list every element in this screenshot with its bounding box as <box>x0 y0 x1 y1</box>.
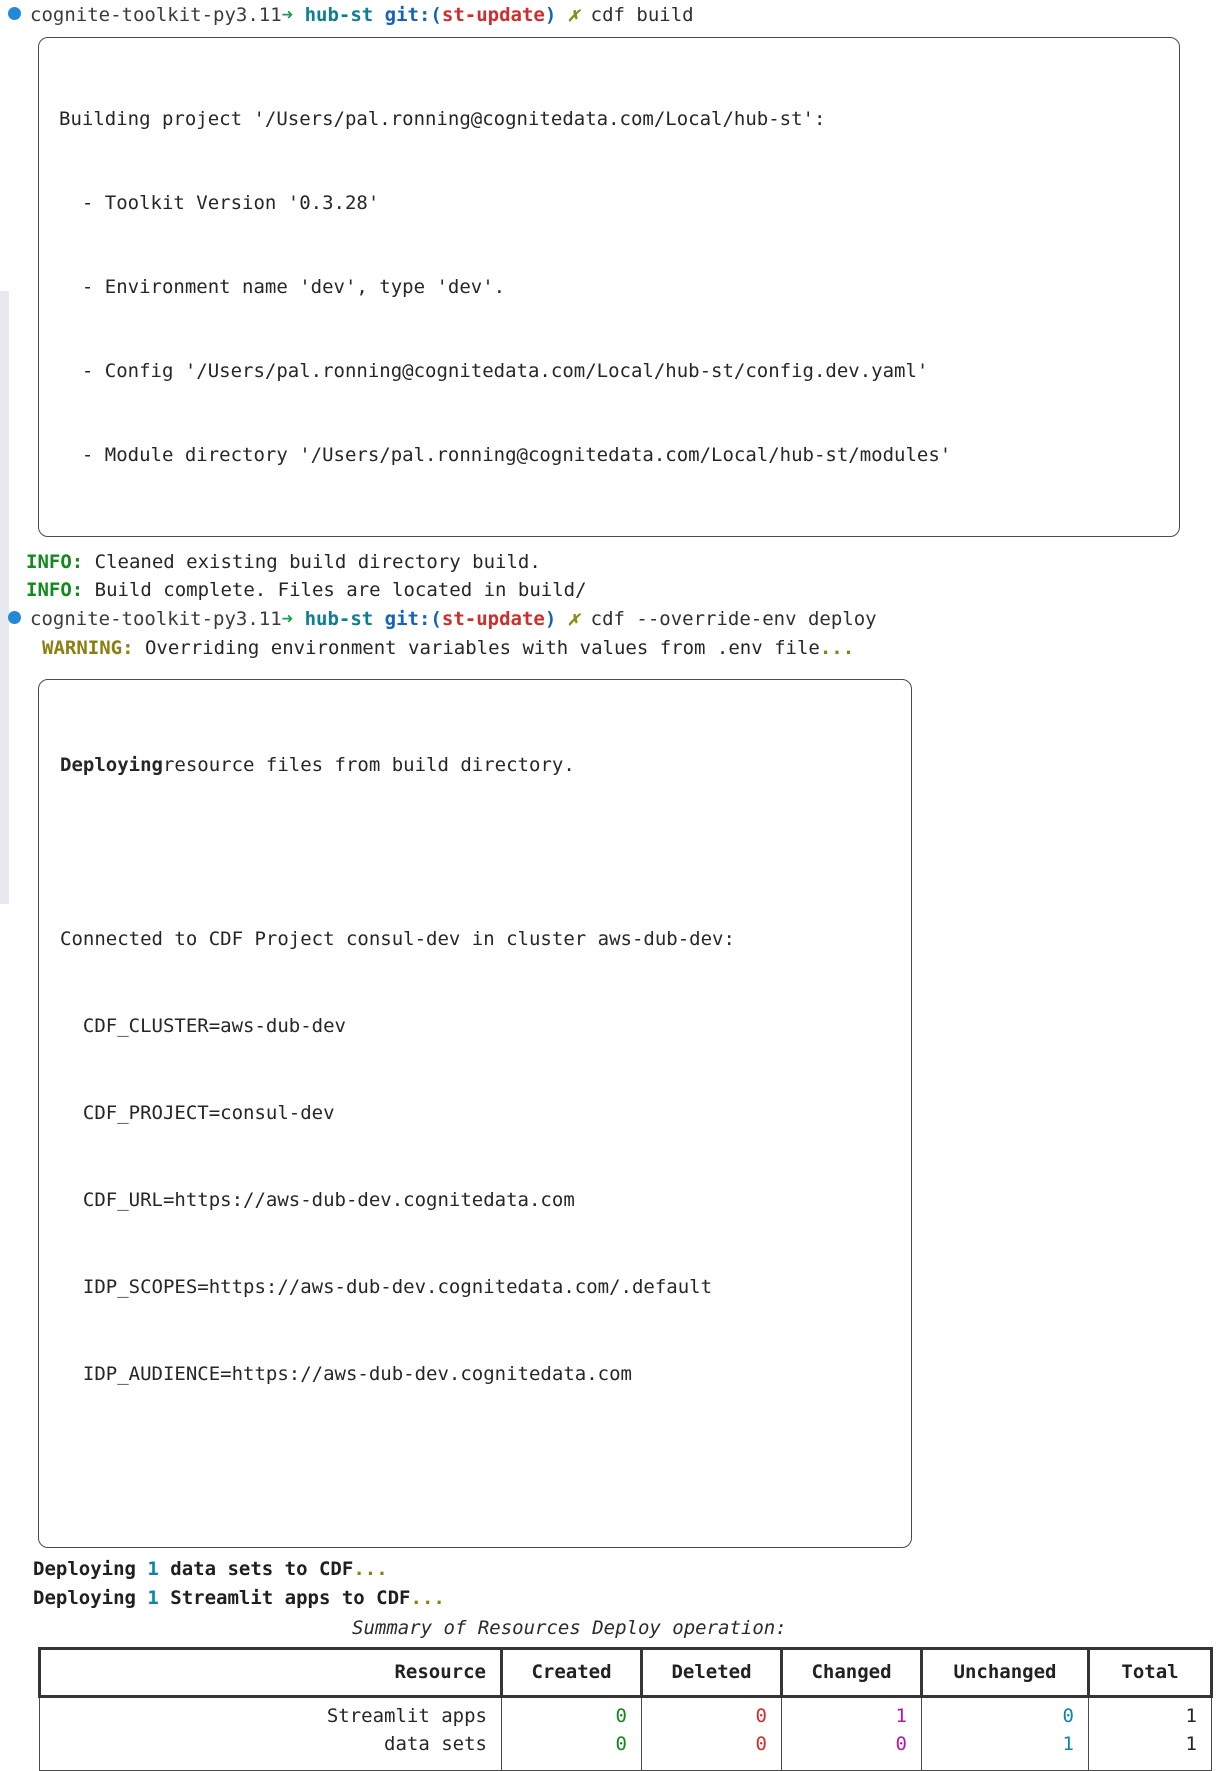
cell-value-unchanged: 0 <box>1062 1705 1074 1727</box>
warning-tag: WARNING: <box>42 637 134 659</box>
info-text: Build complete. Files are located in bui… <box>83 579 587 601</box>
prompt-arrow-icon: ➜ <box>281 4 294 26</box>
cell-value-deleted: 0 <box>755 1705 767 1727</box>
prompt-git-close: ) <box>544 4 557 26</box>
cell-value-total: 1 <box>1185 1733 1197 1755</box>
prompt-git-branch: st-update <box>441 608 545 630</box>
prompt-arrow-icon: ➜ <box>281 608 294 630</box>
deploy-panel-env-line: CDF_CLUSTER=aws-dub-dev <box>60 1015 346 1037</box>
cell-value-resource: Streamlit apps <box>326 1705 487 1727</box>
deploy-panel-blank-line <box>60 1447 911 1476</box>
cell-value-total: 1 <box>1185 1705 1197 1727</box>
status-dot-icon <box>8 7 21 20</box>
prompt-status-x-icon: ✗ <box>567 4 580 26</box>
prompt-command-deploy: cdf --override-env deploy <box>590 608 877 630</box>
prompt-git-open: git:( <box>384 608 442 630</box>
prompt-git-close: ) <box>544 608 557 630</box>
column-header-deleted: Deleted <box>640 1647 783 1698</box>
deploying-count: 1 <box>147 1558 159 1580</box>
deploying-ellipsis: ... <box>353 1558 388 1580</box>
cell-value-created: 0 <box>615 1733 627 1755</box>
deploy-panel-first-line-rest: resource files from build directory. <box>162 754 575 776</box>
deploy-panel-env-line: IDP_SCOPES=https://aws-dub-dev.cogniteda… <box>60 1276 713 1298</box>
deploy-panel-blank-line <box>60 838 911 867</box>
prompt-line-build: cognite-toolkit-py3.11➜ hub-st git:(st-u… <box>0 0 1216 30</box>
table-header-row: Resource Created Deleted Changed Unchang… <box>38 1647 1213 1698</box>
column-header-total: Total <box>1087 1647 1213 1698</box>
prompt-git-open: git:( <box>384 4 442 26</box>
deploying-suffix: data sets to CDF <box>158 1558 354 1580</box>
deploying-ellipsis: ... <box>410 1587 445 1609</box>
build-info-panel: Building project '/Users/pal.ronning@cog… <box>38 37 1180 537</box>
build-panel-line: - Module directory '/Users/pal.ronning@c… <box>59 444 952 466</box>
cell-value-resource: data sets <box>384 1733 487 1755</box>
cell-value-created: 0 <box>615 1705 627 1727</box>
column-header-changed: Changed <box>780 1647 923 1698</box>
column-header-unchanged: Unchanged <box>920 1647 1090 1698</box>
prompt-directory: hub-st <box>304 608 374 630</box>
deploying-streamlit-line: Deploying 1 Streamlit apps to CDF... <box>0 1584 1216 1613</box>
deploy-panel-env-line: IDP_AUDIENCE=https://aws-dub-dev.cognite… <box>60 1363 632 1385</box>
deploying-prefix: Deploying <box>33 1587 148 1609</box>
prompt-status-x-icon: ✗ <box>567 608 580 630</box>
cell-value-unchanged: 1 <box>1062 1733 1074 1755</box>
deploying-count: 1 <box>147 1587 159 1609</box>
info-tag: INFO: <box>26 551 84 573</box>
deploying-suffix: Streamlit apps to CDF <box>158 1587 411 1609</box>
column-header-created: Created <box>500 1647 643 1698</box>
deploying-prefix: Deploying <box>33 1558 148 1580</box>
build-panel-line: - Config '/Users/pal.ronning@cognitedata… <box>59 360 929 382</box>
prompt-git-branch: st-update <box>441 4 545 26</box>
cell-value-deleted: 0 <box>755 1733 767 1755</box>
deploy-info-panel: Deployingresource files from build direc… <box>38 679 912 1548</box>
log-line-warning: WARNING: Overriding environment variable… <box>0 634 1216 662</box>
deploy-panel-env-line: CDF_PROJECT=consul-dev <box>60 1102 335 1124</box>
info-text: Cleaned existing build directory build. <box>83 551 541 573</box>
summary-table: Resource Created Deleted Changed Unchang… <box>38 1647 1213 1771</box>
build-panel-line: - Toolkit Version '0.3.28' <box>59 192 380 214</box>
cell-resource-names: Streamlit apps data sets <box>39 1696 502 1771</box>
build-panel-line: Building project '/Users/pal.ronning@cog… <box>59 108 826 130</box>
prompt-venv: cognite-toolkit-py3.11 <box>30 4 282 26</box>
warning-text: Overriding environment variables with va… <box>133 637 820 659</box>
column-header-resource: Resource <box>38 1647 503 1698</box>
status-dot-icon <box>8 611 21 624</box>
prompt-venv: cognite-toolkit-py3.11 <box>30 608 282 630</box>
info-tag: INFO: <box>26 579 84 601</box>
terminal-left-gutter <box>0 291 9 904</box>
log-line-info: INFO: Build complete. Files are located … <box>0 576 1216 604</box>
prompt-directory: hub-st <box>304 4 374 26</box>
prompt-command-build: cdf build <box>590 4 694 26</box>
deploy-panel-connected-line: Connected to CDF Project consul-dev in c… <box>60 928 735 950</box>
cell-value-changed: 1 <box>895 1705 907 1727</box>
cell-value-changed: 0 <box>895 1733 907 1755</box>
build-panel-line: - Environment name 'dev', type 'dev'. <box>59 276 506 298</box>
prompt-line-deploy: cognite-toolkit-py3.11➜ hub-st git:(st-u… <box>0 604 1216 634</box>
warning-ellipsis: ... <box>819 637 855 659</box>
deploy-panel-env-line: CDF_URL=https://aws-dub-dev.cognitedata.… <box>60 1189 575 1211</box>
log-line-info: INFO: Cleaned existing build directory b… <box>0 548 1216 576</box>
deploying-data-sets-line: Deploying 1 data sets to CDF... <box>0 1555 1216 1584</box>
deploy-panel-bold-word: Deploying <box>60 754 163 776</box>
deploy-panel-first-line: Deployingresource files from build direc… <box>60 751 911 780</box>
summary-table-title: Summary of Resources Deploy operation: <box>352 1617 787 1639</box>
